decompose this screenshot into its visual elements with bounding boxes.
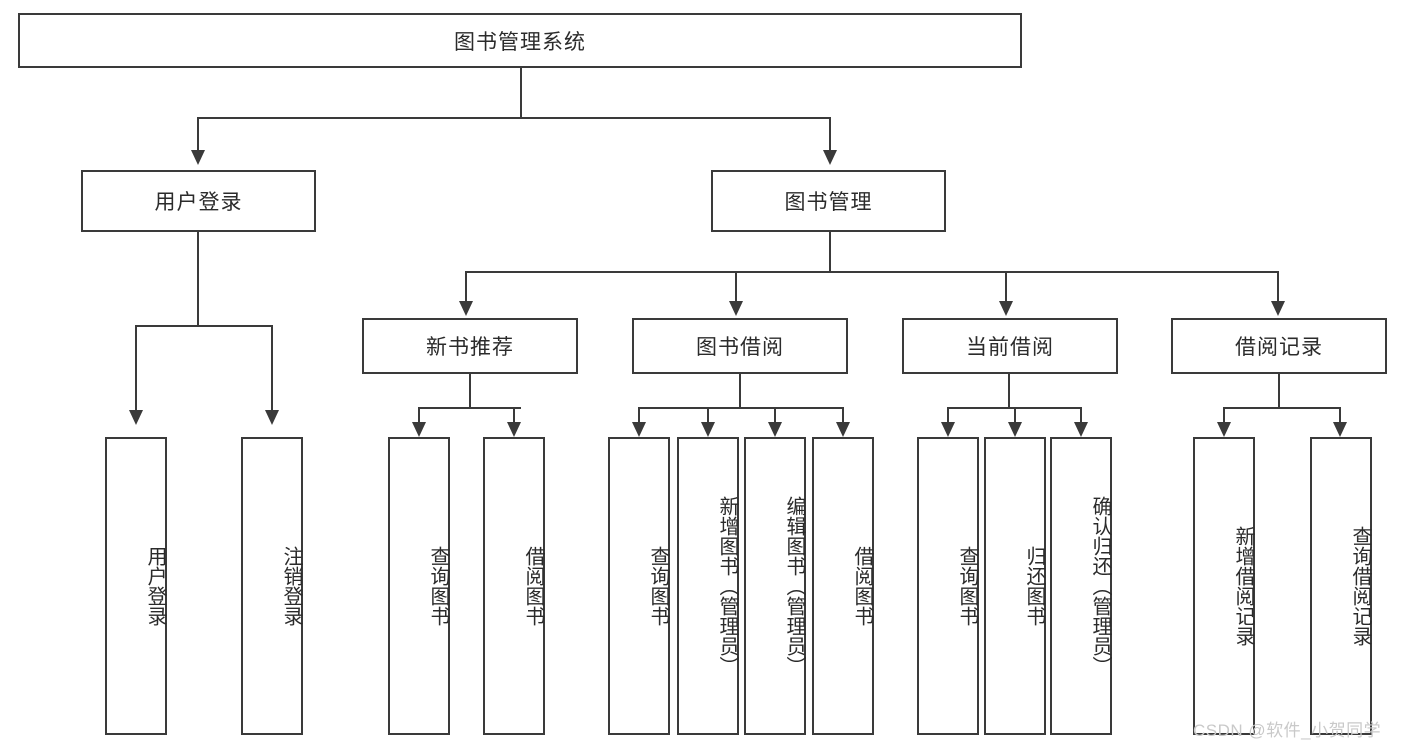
edge-to-book-management (829, 117, 831, 152)
arrowhead-cb-leaf3-icon (1074, 422, 1088, 437)
node-borrow-record[interactable]: 借阅记录 (1171, 318, 1387, 374)
node-label: 新书推荐 (426, 336, 514, 359)
edge-to-user-login (197, 117, 199, 152)
leaf-br-add-record[interactable]: 新增借阅记录 (1193, 437, 1255, 735)
leaf-label: 查询借阅记录 (1349, 526, 1371, 646)
node-user-login[interactable]: 用户登录 (81, 170, 316, 232)
edge-new-book-leaf2 (513, 407, 515, 427)
node-current-borrow[interactable]: 当前借阅 (902, 318, 1118, 374)
leaf-label: 借阅图书 (522, 546, 544, 626)
leaf-label: 编辑图书（管理员） (783, 496, 805, 676)
arrowhead-leaf-logout-icon (265, 410, 279, 425)
leaf-label: 借阅图书 (851, 546, 873, 626)
arrowhead-br-leaf2-icon (1333, 422, 1347, 437)
leaf-user-login[interactable]: 用户登录 (105, 437, 167, 735)
leaf-cb-confirm-return-admin[interactable]: 确认归还（管理员） (1050, 437, 1112, 735)
node-root-book-management-system[interactable]: 图书管理系统 (18, 13, 1022, 68)
leaf-label: 确认归还（管理员） (1089, 496, 1111, 676)
arrowhead-br-leaf1-icon (1217, 422, 1231, 437)
leaf-br-query-record[interactable]: 查询借阅记录 (1310, 437, 1372, 735)
arrowhead-nb-leaf2-icon (507, 422, 521, 437)
arrowhead-bb-leaf1-icon (632, 422, 646, 437)
edge-user-login-leaf2 (271, 325, 273, 412)
node-label: 图书管理系统 (454, 30, 586, 54)
leaf-logout[interactable]: 注销登录 (241, 437, 303, 735)
edge-new-book-leaf1 (418, 407, 420, 427)
arrowhead-user-login-icon (191, 150, 205, 165)
node-label: 当前借阅 (966, 336, 1054, 359)
edge-to-current-borrow (1005, 271, 1007, 303)
edge-to-borrow-record (1277, 271, 1279, 303)
node-label: 图书管理 (784, 191, 873, 214)
leaf-label: 查询图书 (956, 546, 978, 626)
edge-user-login-bar (135, 325, 272, 327)
edge-borrow-record-stem (1278, 374, 1280, 408)
edge-cb-leaf2 (1014, 407, 1016, 427)
edge-to-new-book-recommend (465, 271, 467, 303)
leaf-cb-return-book[interactable]: 归还图书 (984, 437, 1046, 735)
arrowhead-bb-leaf4-icon (836, 422, 850, 437)
node-label: 借阅记录 (1235, 336, 1323, 359)
edge-to-book-borrow (735, 271, 737, 303)
node-book-management[interactable]: 图书管理 (711, 170, 946, 232)
edge-bb-leaf2 (707, 407, 709, 427)
edge-br-leaf2 (1339, 407, 1341, 427)
arrowhead-leaf-user-login-icon (129, 410, 143, 425)
edge-bb-leaf1 (638, 407, 640, 427)
leaf-bb-add-book-admin[interactable]: 新增图书（管理员） (677, 437, 739, 735)
leaf-bb-borrow-book[interactable]: 借阅图书 (812, 437, 874, 735)
arrowhead-bb-leaf2-icon (701, 422, 715, 437)
node-new-book-recommend[interactable]: 新书推荐 (362, 318, 578, 374)
arrowhead-borrow-record-icon (1271, 301, 1285, 316)
edge-book-management-stem (829, 232, 831, 272)
edge-user-login-stem (197, 232, 199, 326)
edge-level3-bar (465, 271, 1277, 273)
leaf-label: 查询图书 (427, 546, 449, 626)
leaf-bb-edit-book-admin[interactable]: 编辑图书（管理员） (744, 437, 806, 735)
leaf-label: 查询图书 (647, 546, 669, 626)
edge-cb-leaf1 (947, 407, 949, 427)
leaf-label: 新增图书（管理员） (716, 496, 738, 676)
leaf-nb-query-book[interactable]: 查询图书 (388, 437, 450, 735)
edge-root-bar (197, 117, 831, 119)
edge-new-book-stem (469, 374, 471, 408)
arrowhead-book-borrow-icon (729, 301, 743, 316)
edge-current-borrow-stem (1008, 374, 1010, 408)
arrowhead-new-book-recommend-icon (459, 301, 473, 316)
leaf-label: 归还图书 (1023, 546, 1045, 626)
arrowhead-cb-leaf1-icon (941, 422, 955, 437)
arrowhead-current-borrow-icon (999, 301, 1013, 316)
node-label: 图书借阅 (696, 336, 784, 359)
edge-book-borrow-stem (739, 374, 741, 408)
arrowhead-cb-leaf2-icon (1008, 422, 1022, 437)
leaf-nb-borrow-book[interactable]: 借阅图书 (483, 437, 545, 735)
edge-bb-leaf3 (774, 407, 776, 427)
node-book-borrow[interactable]: 图书借阅 (632, 318, 848, 374)
edge-new-book-bar (418, 407, 521, 409)
leaf-bb-query-book[interactable]: 查询图书 (608, 437, 670, 735)
node-label: 用户登录 (154, 191, 243, 214)
edge-br-leaf1 (1223, 407, 1225, 427)
leaf-label: 用户登录 (144, 546, 166, 626)
edge-book-borrow-bar (638, 407, 843, 409)
edge-root-stem (520, 68, 522, 117)
edge-cb-leaf3 (1080, 407, 1082, 427)
arrowhead-bb-leaf3-icon (768, 422, 782, 437)
edge-user-login-leaf1 (135, 325, 137, 412)
leaf-label: 注销登录 (280, 546, 302, 626)
edge-bb-leaf4 (842, 407, 844, 427)
leaf-cb-query-book[interactable]: 查询图书 (917, 437, 979, 735)
edge-borrow-record-bar (1223, 407, 1341, 409)
arrowhead-nb-leaf1-icon (412, 422, 426, 437)
arrowhead-book-management-icon (823, 150, 837, 165)
leaf-label: 新增借阅记录 (1232, 526, 1254, 646)
